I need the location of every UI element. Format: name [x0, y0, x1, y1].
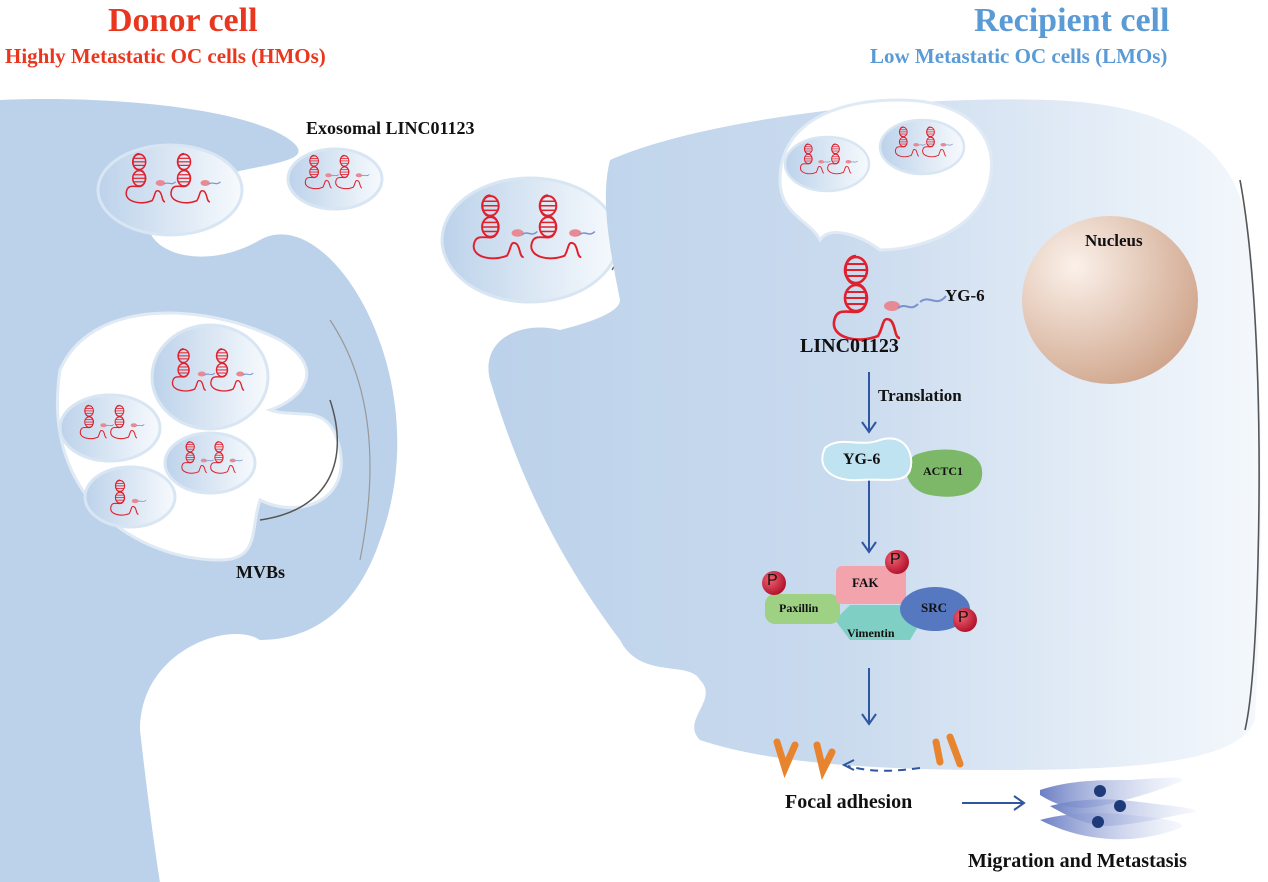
paxillin-shape [765, 594, 840, 624]
yg6-complex-label: YG-6 [843, 451, 881, 468]
p-ball-paxillin [762, 571, 786, 595]
recipient-title: Recipient cell [974, 2, 1170, 39]
migration-label: Migration and Metastasis [968, 850, 1187, 872]
nucleus-label: Nucleus [1085, 231, 1143, 250]
actc1-shape [906, 449, 983, 497]
phospho-label-src: P [958, 609, 969, 626]
phospho-label-fak: P [890, 551, 901, 568]
mvb-label: MVBs [236, 562, 285, 582]
exosome-label: Exosomal LINC01123 [306, 118, 475, 138]
integrins [773, 733, 964, 781]
actc1-label: ACTC1 [923, 464, 964, 478]
donor-title: Donor cell [108, 2, 258, 39]
src-shape [900, 587, 970, 631]
p-ball-fak [885, 550, 909, 574]
phospho-label-paxillin: P [767, 572, 778, 589]
fak-shape [836, 566, 906, 604]
vimentin-shape [835, 605, 922, 640]
paxillin-label: Paxillin [779, 601, 819, 615]
fak-label: FAK [852, 575, 879, 590]
rna-label: LINC01123 [800, 335, 899, 357]
donor-subtitle: Highly Metastatic OC cells (HMOs) [5, 44, 326, 68]
peptide-label: YG-6 [945, 286, 985, 305]
p-ball-src [953, 608, 977, 632]
migrating-cells [1040, 777, 1196, 840]
focal-adhesion-label: Focal adhesion [785, 791, 913, 813]
vimentin-label: Vimentin [847, 626, 895, 640]
nucleus [1022, 216, 1198, 384]
recipient-subtitle: Low Metastatic OC cells (LMOs) [870, 44, 1168, 68]
src-label: SRC [921, 600, 948, 615]
yg6-shape [821, 437, 913, 482]
translation-label: Translation [878, 386, 962, 405]
